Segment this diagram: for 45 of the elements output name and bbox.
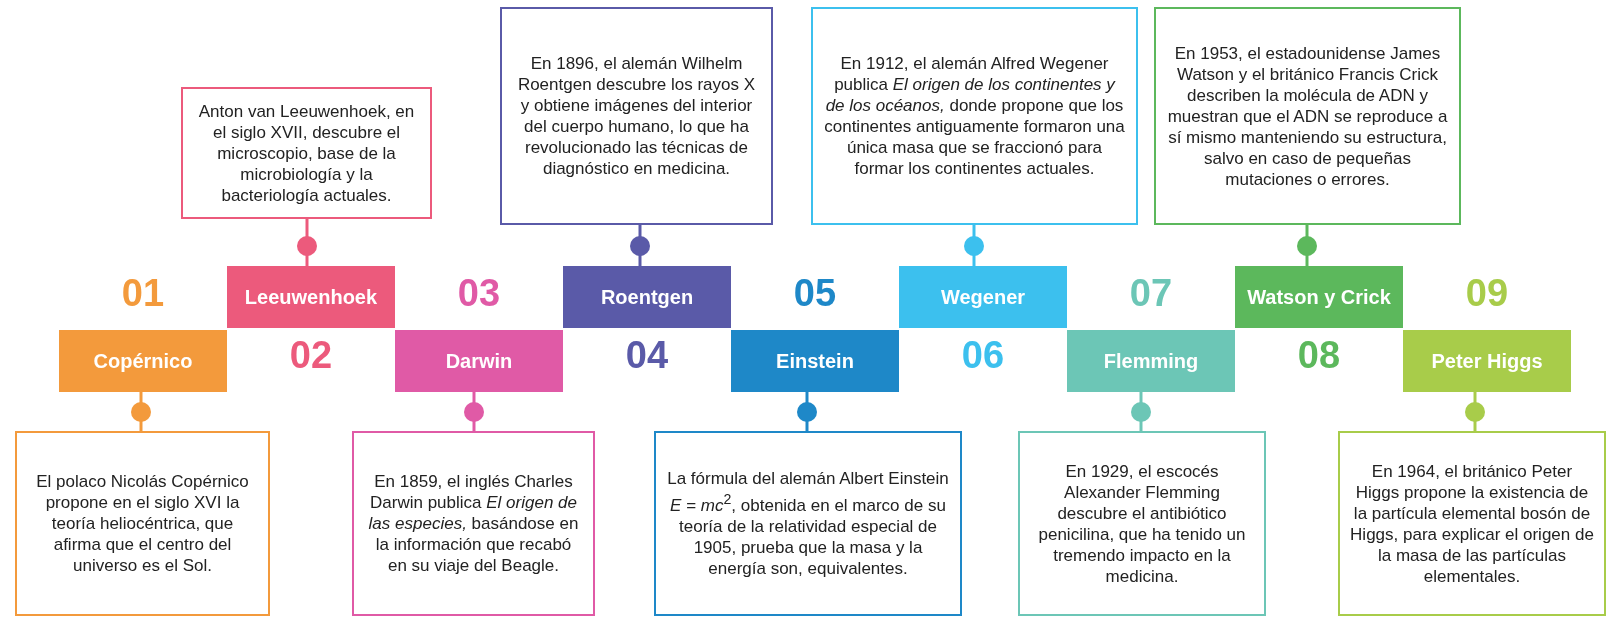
description-text: En 1896, el alemán Wilhelm Roentgen descubre los rayos X y obtiene imágenes del interior del cuerpo humano, lo que ha revolucionado las técnicas de diagnóstico en medicina. [516, 53, 757, 179]
step-number: 04 [624, 334, 670, 377]
step-number: 09 [1464, 272, 1510, 315]
name-bar: Einstein [731, 330, 899, 392]
leader-line [1297, 225, 1317, 266]
description-text: El polaco Nicolás Copérnico propone en el siglo XVI la teoría heliocéntrica, que afirma que el centro del universo es el Sol. [35, 471, 250, 576]
name-bar: Roentgen [563, 266, 731, 328]
description-text: En 1912, el alemán Alfred Wegener publica El origen de los continentes y de los océanos, donde propone que los continentes antiguamente formaron una única masa que se fraccionó para formar los continentes actuales. [823, 53, 1126, 179]
leader-line [630, 225, 650, 266]
step-number: 06 [960, 334, 1006, 377]
description-box [811, 7, 1138, 225]
leader-line [1131, 392, 1151, 431]
step-number: 02 [288, 334, 334, 377]
name-bar: Peter Higgs [1403, 330, 1571, 392]
description-text: En 1953, el estadounidense James Watson y el británico Francis Crick describen la molécula de ADN y muestran que el ADN se reproduce a sí mismo manteniendo su estructura, salvo en caso de pequeñas mutaciones o errores. [1166, 42, 1449, 190]
description-box [181, 87, 432, 219]
step-number: 05 [792, 272, 838, 315]
leader-line [464, 392, 484, 431]
step-number: 07 [1128, 272, 1174, 315]
description-box [352, 431, 595, 616]
description-text: La fórmula del alemán Albert Einstein E = mc$^{2}$, obtenida en el marco de su teoría de la relatividad especial de 1905, prueba que la masa y la energía son, equivalentes. [666, 468, 950, 579]
description-text: Anton van Leeuwenhoek, en el siglo XVII, descubre el microscopio, base de la microbiología y la bacteriología actuales. [197, 100, 416, 206]
description-box [1338, 431, 1606, 616]
leader-line [1465, 392, 1485, 431]
leader-line [964, 225, 984, 266]
description-box [500, 7, 773, 225]
name-bar: Wegener [899, 266, 1067, 328]
description-box [1154, 7, 1461, 225]
step-number: 03 [456, 272, 502, 315]
name-bar: Copérnico [59, 330, 227, 392]
name-bar: Leeuwenhoek [227, 266, 395, 328]
description-box [1018, 431, 1266, 616]
description-text: En 1929, el escocés Alexander Flemming descubre el antibiótico penicilina, que ha tenido un tremendo impacto en la medicina. [1037, 460, 1247, 587]
name-bar: Watson y Crick [1235, 266, 1403, 328]
description-box [15, 431, 270, 616]
leader-line [297, 219, 317, 266]
description-box [654, 431, 962, 616]
name-bar: Flemming [1067, 330, 1235, 392]
description-text: En 1859, el inglés Charles Darwin publica El origen de las especies, basándose en la información que recabó en su viaje del Beagle. [367, 471, 580, 576]
name-bar: Darwin [395, 330, 563, 392]
description-text: En 1964, el británico Peter Higgs propone la existencia de la partícula elemental bosón de Higgs, para explicar el origen de la masa de las partículas elementales. [1350, 460, 1594, 587]
step-number: 08 [1296, 334, 1342, 377]
leader-line [131, 392, 151, 431]
step-number: 01 [120, 272, 166, 315]
leader-line [797, 392, 817, 431]
